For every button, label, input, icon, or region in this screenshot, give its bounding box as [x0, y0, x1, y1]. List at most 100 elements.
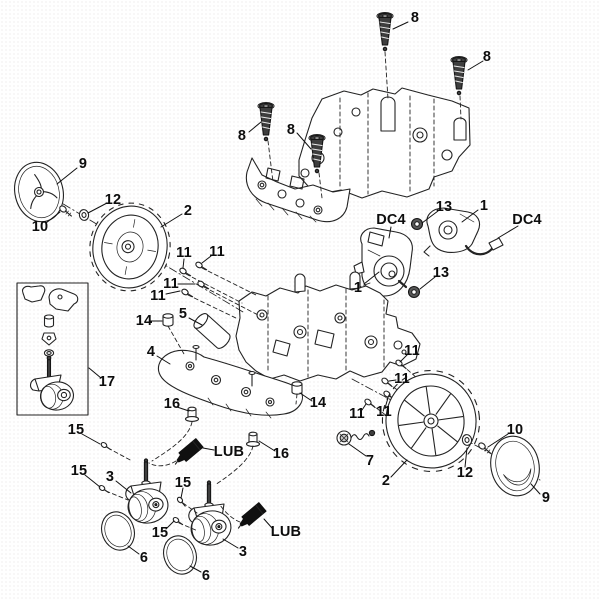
- cable-connector: [488, 237, 504, 251]
- part-label-15-36: 15: [70, 463, 88, 479]
- leader-line-32: [464, 447, 468, 468]
- screw-axis: [267, 140, 274, 183]
- part-label-11-22: 11: [394, 371, 410, 387]
- caster-wheel-front: [125, 458, 169, 524]
- wheel-cap-front: [101, 511, 135, 551]
- leader-line-22: [388, 379, 397, 382]
- part-label-3-37: 3: [105, 469, 115, 485]
- leader-line-37: [115, 480, 132, 494]
- part-label-dc4-11: DC4: [512, 212, 542, 228]
- part-label-9-4: 9: [78, 156, 88, 172]
- part-label-15-38: 15: [174, 475, 192, 491]
- part-label-11-16: 11: [150, 288, 166, 304]
- torx-screw-8-c: [257, 102, 275, 142]
- leader-line-31: [348, 443, 367, 457]
- part-label-15-28: 15: [67, 422, 85, 438]
- motor-cable: [464, 244, 496, 256]
- part-label-10-7: 10: [31, 219, 49, 235]
- caster-guide-right: [214, 445, 254, 486]
- baseplate: [157, 344, 303, 419]
- part-label-8-3: 8: [286, 122, 296, 138]
- leader-line-27: [384, 397, 389, 409]
- torx-screw-8-b: [450, 56, 468, 96]
- leader-line-8: [388, 226, 392, 239]
- washer-12-right: [461, 434, 473, 446]
- part-label-16-30: 16: [272, 446, 290, 462]
- screw-axis: [459, 95, 462, 120]
- caster-wheel-rear: [188, 480, 232, 546]
- grease-tube-left: [148, 438, 204, 467]
- leader-line-39: [165, 520, 175, 530]
- drive-wheel-right: [381, 369, 481, 473]
- part-label-5-19: 5: [178, 306, 188, 322]
- part-label-8-1: 8: [482, 49, 492, 65]
- bushing-16-left: [184, 406, 200, 422]
- part-label-4-20: 4: [146, 344, 156, 360]
- part-label-14-18: 14: [135, 313, 153, 329]
- leader-line-16: [165, 290, 181, 295]
- gear-motor-left: [353, 227, 413, 297]
- part-label-13-9: 13: [435, 199, 453, 215]
- screw-axis: [384, 51, 389, 100]
- hub-disc-right: [490, 435, 540, 497]
- part-label-dc4-8: DC4: [376, 212, 406, 228]
- leader-line-42: [222, 538, 239, 549]
- washer-12-left: [78, 209, 90, 221]
- part-label-2-6: 2: [183, 203, 193, 219]
- upper-housing: [245, 87, 471, 223]
- caster-guide-left: [151, 421, 193, 462]
- leader-line-25: [299, 392, 313, 402]
- hub-disc-left: [14, 161, 64, 223]
- torx-screw-8-a: [376, 12, 394, 52]
- leader-line-35: [530, 483, 541, 495]
- drive-wheel-left: [89, 202, 171, 292]
- part-label-11-13: 11: [209, 244, 225, 260]
- part-label-6-41: 6: [201, 568, 211, 584]
- leader-line-13: [201, 255, 212, 264]
- screw-10-left: [59, 205, 72, 217]
- caster-kit-box: [16, 282, 89, 416]
- leader-line-41: [189, 565, 202, 573]
- part-label-8-2: 8: [237, 128, 247, 144]
- part-label-10-33: 10: [506, 422, 524, 438]
- leader-line-43: [263, 518, 273, 529]
- part-label-lub-43: LUB: [270, 524, 302, 540]
- foam-roller-5: [193, 313, 231, 349]
- leader-line-30: [258, 440, 276, 452]
- part-label-11-21: 11: [404, 343, 420, 359]
- leader-line-3: [296, 132, 312, 150]
- part-label-2-34: 2: [381, 473, 391, 489]
- plug-axis: [167, 325, 185, 355]
- leader-line-2: [248, 121, 262, 133]
- part-label-3-42: 3: [238, 544, 248, 560]
- leader-line-38: [180, 487, 184, 499]
- leader-line-26: [361, 403, 367, 411]
- part-label-9-35: 9: [541, 490, 551, 506]
- plug-14-left: [162, 313, 174, 327]
- part-label-11-27: 11: [376, 404, 392, 420]
- leader-line-9: [421, 210, 439, 224]
- leader-line-11: [497, 225, 519, 239]
- leader-line-36: [84, 474, 101, 488]
- part-label-14-25: 14: [309, 395, 327, 411]
- part-label-1-10: 1: [479, 198, 489, 214]
- leader-line-23: [88, 367, 102, 379]
- part-label-12-5: 12: [104, 192, 122, 208]
- leader-line-24: [176, 406, 190, 412]
- leader-line-19: [188, 317, 203, 326]
- part-label-13-14: 13: [432, 265, 450, 281]
- leader-line-1: [467, 60, 484, 71]
- torx-screw-8-d: [308, 134, 326, 174]
- leader-line-21: [399, 354, 408, 363]
- leader-line-33: [487, 433, 509, 448]
- part-label-17-23: 17: [98, 374, 116, 390]
- bushing-16-right: [245, 431, 261, 447]
- leader-line-14: [419, 276, 436, 290]
- part-label-15-39: 15: [151, 525, 169, 541]
- part-label-1-17: 1: [353, 280, 363, 296]
- screw-axis: [318, 172, 323, 199]
- plug-14-right: [291, 381, 303, 395]
- grommet-13-a-hole: [414, 221, 420, 227]
- leader-line-5: [87, 202, 108, 214]
- leader-lines: [45, 21, 541, 573]
